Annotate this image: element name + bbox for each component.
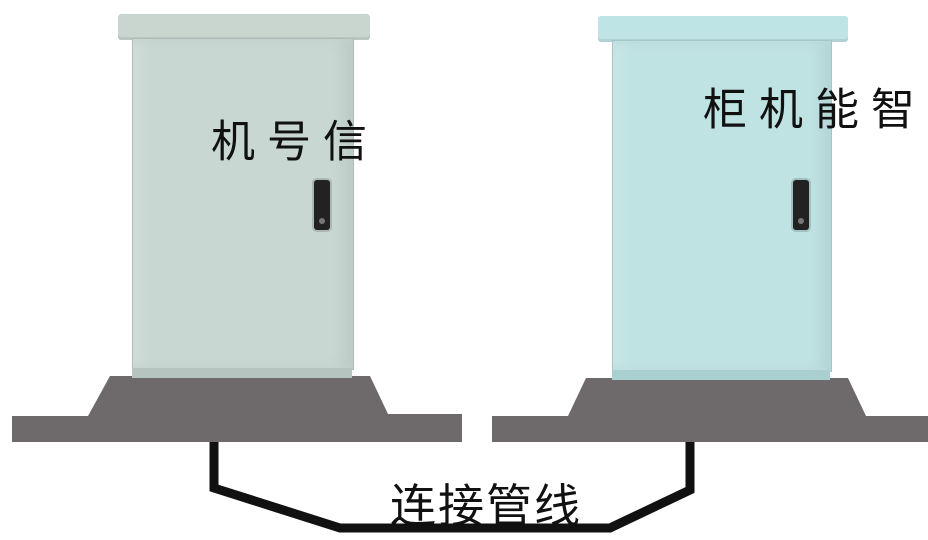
cabinet-plinth	[132, 368, 352, 378]
signal-controller-label: 信号机	[203, 118, 366, 166]
cabinet-roof	[118, 14, 370, 40]
door-handle-icon	[314, 180, 330, 230]
cabinet-roof	[598, 16, 848, 42]
smart-cabinet-label: 智能机柜	[695, 86, 914, 134]
conduit-label: 连接管线	[390, 479, 582, 533]
right-ground-slab	[492, 378, 928, 442]
cabinet-plinth	[612, 370, 830, 380]
door-handle-icon	[793, 180, 809, 230]
left-ground-slab	[12, 376, 462, 442]
connection-conduit	[209, 438, 695, 533]
